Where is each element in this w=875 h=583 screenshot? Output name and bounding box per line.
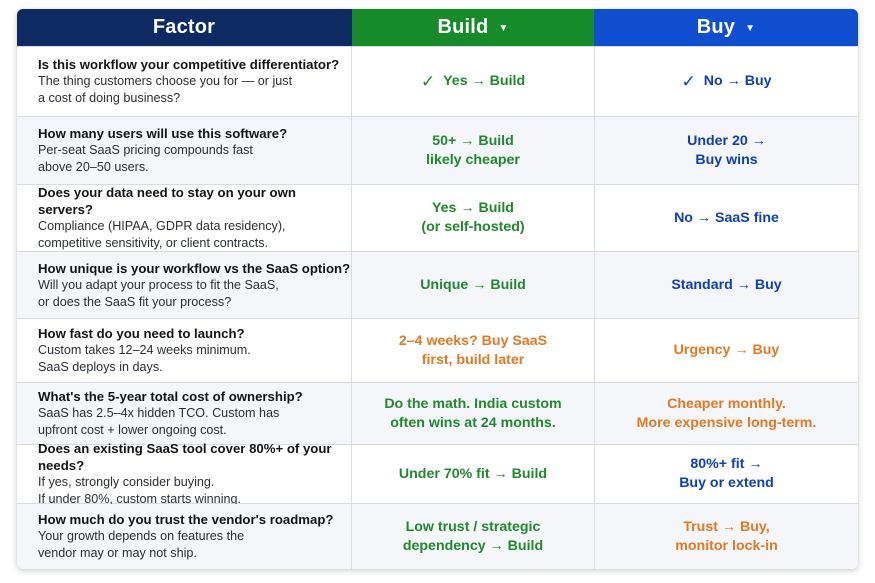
buy-verdict: Trust → Buy, monitor lock-in	[675, 518, 778, 554]
factor-detail: Will you adapt your process to fit the S…	[38, 277, 279, 309]
table-row: How many users will use this software? P…	[17, 116, 858, 184]
table-row: How much do you trust the vendor's roadm…	[17, 503, 858, 569]
table-row: Does an existing SaaS tool cover 80%+ of…	[17, 441, 858, 506]
build-cell: Low trust / strategic dependency → Build	[351, 504, 594, 569]
build-verdict: Yes → Build (or self-hosted)	[421, 200, 525, 235]
build-verdict: Low trust / strategic dependency → Build	[402, 518, 544, 554]
factor-header-label: Factor	[152, 16, 216, 38]
build-verdict: Unique → Build	[420, 276, 526, 293]
factor-question: How unique is your workflow vs the SaaS …	[38, 260, 351, 276]
buy-verdict: No → SaaS fine	[674, 209, 779, 226]
factor-question: Does your data need to stay on your own …	[38, 185, 296, 217]
build-cell: Unique → Build	[351, 252, 594, 318]
factor-cell: How fast do you need to launch? Custom t…	[17, 319, 351, 382]
build-verdict: Under 70% fit → Build	[398, 465, 548, 482]
buy-column-header[interactable]: Buy ▼	[594, 9, 858, 46]
build-verdict: 2–4 weeks? Buy SaaS first, build later	[398, 332, 548, 368]
factor-cell: Does your data need to stay on your own …	[17, 185, 351, 251]
buy-cell: Trust → Buy, monitor lock-in	[594, 504, 858, 569]
buy-cell: Standard → Buy	[594, 252, 858, 318]
factor-question: How much do you trust the vendor's roadm…	[38, 512, 334, 527]
build-verdict: 50+ → Build likely cheaper	[426, 132, 520, 168]
check-icon: ✓	[681, 72, 696, 91]
buy-verdict: Urgency → Buy	[673, 342, 780, 358]
factor-cell: What's the 5-year total cost of ownershi…	[17, 383, 351, 444]
buy-verdict: 80%+ fit → Buy or extend	[679, 456, 774, 491]
table-header: Factor Build ▼ Buy ▼	[17, 9, 858, 46]
table-row: Does your data need to stay on your own …	[17, 184, 858, 251]
factor-detail: Per-seat SaaS pricing compounds fast abo…	[38, 143, 253, 174]
table-row: Is this workflow your competitive differ…	[17, 46, 858, 116]
build-cell: Yes → Build (or self-hosted)	[351, 185, 594, 251]
factor-question: How fast do you need to launch?	[38, 326, 245, 341]
buy-cell: Urgency → Buy	[594, 319, 858, 382]
build-cell: 2–4 weeks? Buy SaaS first, build later	[351, 319, 594, 382]
factor-question: What's the 5-year total cost of ownershi…	[38, 389, 303, 404]
buy-cell: Under 20 → Buy wins	[594, 117, 858, 184]
buy-verdict: Under 20 → Buy wins	[687, 132, 766, 168]
table-row: How unique is your workflow vs the SaaS …	[17, 251, 858, 318]
factor-cell: How much do you trust the vendor's roadm…	[17, 504, 351, 569]
factor-cell: How unique is your workflow vs the SaaS …	[17, 252, 351, 318]
buy-verdict: Cheaper monthly. More expensive long-ter…	[636, 395, 817, 431]
build-cell: ✓ Yes → Build	[351, 47, 594, 116]
factor-detail: Custom takes 12–24 weeks minimum. SaaS d…	[38, 343, 251, 374]
table-row: How fast do you need to launch? Custom t…	[17, 318, 858, 382]
build-verdict: Yes → Build	[443, 73, 526, 89]
buy-verdict: Standard → Buy	[671, 276, 782, 293]
factor-detail: Your growth depends on features the vend…	[38, 529, 245, 560]
table-row: What's the 5-year total cost of ownershi…	[17, 382, 858, 444]
buy-verdict: No → Buy	[703, 73, 772, 89]
factor-cell: How many users will use this software? P…	[17, 117, 351, 184]
build-cell: Do the math. India custom often wins at …	[351, 383, 594, 444]
factor-column-header: Factor	[17, 9, 351, 46]
factor-question: Is this workflow your competitive differ…	[38, 57, 340, 72]
buy-cell: 80%+ fit → Buy or extend	[594, 445, 858, 503]
buy-cell: ✓ No → Buy	[594, 47, 858, 116]
build-verdict: Do the math. India custom often wins at …	[384, 395, 562, 431]
factor-detail: SaaS has 2.5–4x hidden TCO. Custom has u…	[38, 406, 280, 437]
factor-detail: Compliance (HIPAA, GDPR data residency),…	[38, 219, 286, 250]
build-cell: Under 70% fit → Build	[351, 445, 594, 503]
decision-table: Factor Build ▼ Buy ▼ Is this workflow yo…	[17, 9, 858, 569]
buy-cell: No → SaaS fine	[594, 185, 858, 251]
buy-header-label: Buy	[696, 16, 736, 38]
factor-cell: Is this workflow your competitive differ…	[17, 47, 351, 116]
buy-cell: Cheaper monthly. More expensive long-ter…	[594, 383, 858, 444]
caret-down-icon[interactable]: ▼	[745, 23, 756, 34]
factor-question: Does an existing SaaS tool cover 80%+ of…	[38, 441, 332, 473]
factor-detail: If yes, strongly consider buying. If und…	[38, 475, 241, 506]
build-header-label: Build	[437, 16, 489, 38]
factor-detail: The thing customers choose you for — or …	[38, 74, 293, 105]
build-column-header[interactable]: Build ▼	[351, 9, 594, 46]
factor-cell: Does an existing SaaS tool cover 80%+ of…	[17, 441, 351, 506]
factor-question: How many users will use this software?	[38, 126, 288, 141]
check-icon: ✓	[420, 72, 436, 91]
caret-down-icon[interactable]: ▼	[498, 23, 509, 34]
build-cell: 50+ → Build likely cheaper	[351, 117, 594, 184]
